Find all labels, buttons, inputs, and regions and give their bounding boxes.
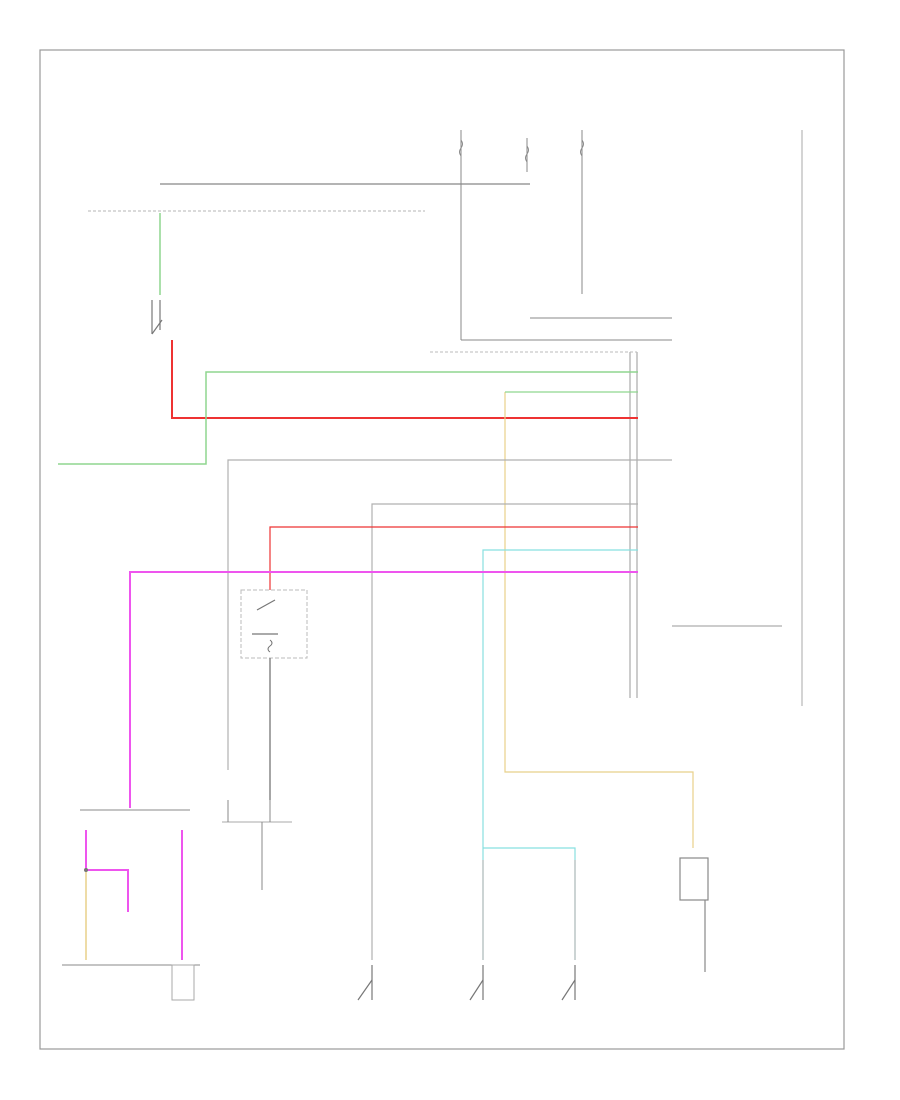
pink-wire — [129, 571, 638, 808]
switch-2-icon — [469, 965, 484, 1001]
lower-left-device — [171, 964, 195, 1001]
fuse-2-icon — [525, 145, 529, 163]
relay-box — [240, 589, 308, 659]
lower-connector-pins — [227, 800, 271, 890]
gray-wire-switch — [371, 503, 638, 960]
indicator-block — [78, 826, 190, 966]
relay-switch-icon — [252, 599, 278, 653]
fuse-1-icon — [459, 139, 463, 157]
sensor-box — [679, 857, 709, 901]
cyan-wire — [482, 549, 638, 960]
diagram-frame — [39, 49, 845, 1050]
fuse-3-icon — [580, 139, 584, 157]
switch-3-icon — [561, 965, 576, 1001]
cyan-wire-branch — [483, 847, 576, 960]
indicator-wires — [84, 830, 183, 960]
red-wire-main — [171, 340, 638, 419]
top-switch-icon — [151, 300, 163, 335]
red-wire-relay — [269, 526, 638, 590]
connector-stubs — [629, 352, 638, 698]
yellow-wire — [504, 392, 694, 848]
switch-1-icon — [357, 965, 373, 1001]
green-wire-main — [58, 371, 638, 465]
gray-wire-speed — [227, 459, 672, 770]
